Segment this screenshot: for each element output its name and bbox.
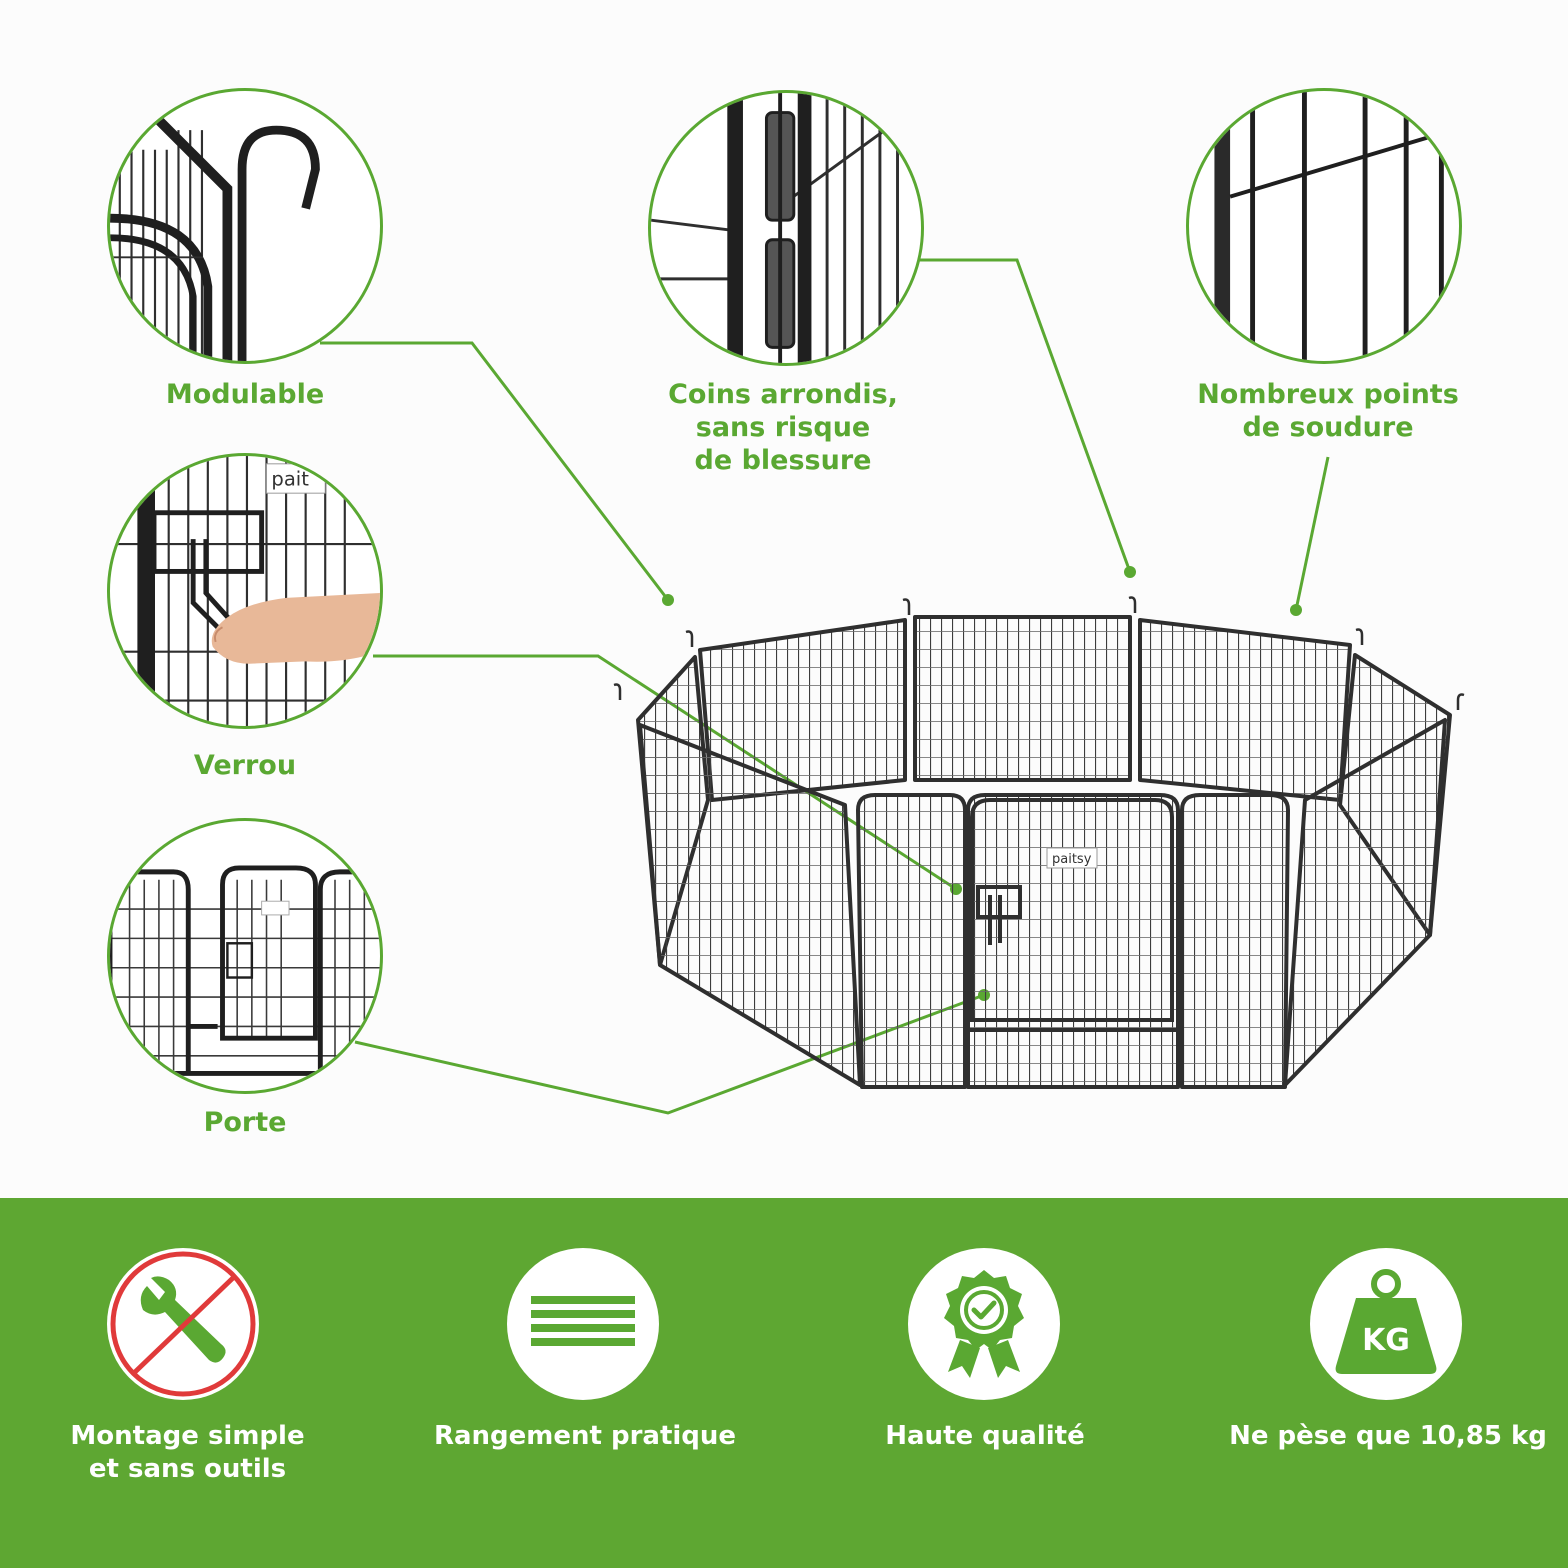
- feature-label-welds: Nombreux points de soudure: [1197, 379, 1459, 443]
- closeup-welds: [1186, 88, 1462, 364]
- hook-closeup-icon: [110, 116, 320, 361]
- closeup-brand-tag: pait: [271, 467, 309, 490]
- pen-panel-front-left: [856, 793, 967, 1089]
- flat-stack-icon: [531, 1296, 635, 1346]
- quality-badge-icon: [944, 1270, 1024, 1378]
- pen-hook: [685, 630, 694, 647]
- hinge-closeup-icon: [651, 93, 899, 363]
- benefit-weight: KG: [1310, 1248, 1462, 1400]
- pen-hook: [1355, 628, 1364, 645]
- pen-brand-tag: paitsy: [1052, 852, 1092, 867]
- latch-closeup-icon: pait: [110, 456, 380, 726]
- benefit-storage: [507, 1248, 659, 1400]
- pen-panel-back-right: [1138, 618, 1352, 802]
- callout-line-modulable: [320, 341, 670, 601]
- feature-label-latch: Verrou: [193, 750, 297, 781]
- feature-label-corners: Coins arrondis, sans risque de blessure: [668, 379, 898, 476]
- playpen-illustration: paitsy: [613, 596, 1465, 1089]
- weld-closeup-icon: [1214, 91, 1459, 361]
- pen-hook: [1456, 693, 1465, 710]
- callout-line-corners: [920, 258, 1132, 573]
- benefits-band: Montage simple et sans outils Rangement …: [0, 1198, 1568, 1568]
- benefit-quality: [908, 1248, 1060, 1400]
- closeup-latch: pait: [107, 453, 383, 729]
- benefit-label-storage: Rangement pratique: [433, 1421, 737, 1451]
- callout-dot-corners: [1124, 566, 1136, 578]
- pen-panel-back-center: [913, 615, 1132, 782]
- closeup-hinge: [648, 90, 924, 366]
- feature-label-modulable: Modulable: [165, 379, 325, 410]
- door-closeup-icon: [110, 865, 380, 1076]
- weight-icon: KG: [1335, 1269, 1437, 1374]
- pen-panel-front-right: [1180, 793, 1290, 1089]
- callout-dot-welds: [1290, 604, 1302, 616]
- pen-hook: [902, 598, 911, 615]
- callout-dot-modulable: [662, 594, 674, 606]
- feature-label-door: Porte: [203, 1107, 287, 1138]
- benefit-label-quality: Haute qualité: [885, 1421, 1085, 1451]
- closeup-door: [107, 818, 383, 1094]
- pen-panel-right-front: [1283, 718, 1447, 1087]
- closeup-hook: [107, 88, 383, 364]
- pen-hook: [1128, 596, 1137, 613]
- callout-line-welds: [1294, 456, 1330, 611]
- benefit-label-no-tools: Montage simple et sans outils: [70, 1421, 305, 1484]
- pen-hook: [613, 683, 622, 700]
- no-tools-icon: [110, 1251, 256, 1397]
- benefit-no-tools: [107, 1248, 259, 1400]
- weight-icon-label: KG: [1362, 1323, 1410, 1358]
- benefit-label-weight: Ne pèse que 10,85 kg: [1229, 1421, 1547, 1451]
- pen-panel-front-door: [966, 793, 1180, 1089]
- pen-door-frame: [970, 798, 1174, 1022]
